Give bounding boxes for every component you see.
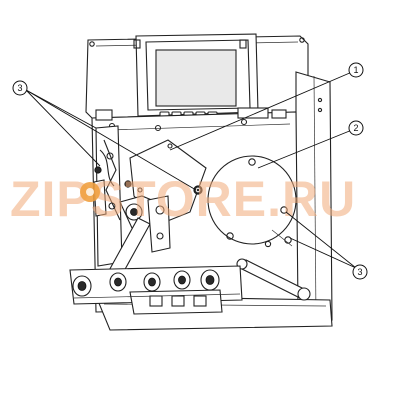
lcd-screen	[155, 49, 237, 107]
left-mechanism	[93, 125, 132, 267]
callout-2: 2	[348, 120, 364, 136]
callout-leaders	[25, 71, 357, 269]
callout-2-label: 2	[353, 123, 358, 133]
callout-3-left: 3	[12, 80, 28, 96]
watermark: ZIPSTORE.RU	[10, 171, 356, 227]
callout-1: 1	[348, 62, 364, 78]
callout-3-right-label: 3	[357, 267, 362, 277]
round-plate	[207, 155, 297, 248]
callout-3-left-label: 3	[17, 83, 22, 93]
callout-1-label: 1	[353, 65, 358, 75]
roller-assembly	[69, 265, 243, 315]
watermark-text: ZIPSTORE.RU	[10, 171, 356, 227]
callout-3-right: 3	[352, 264, 368, 280]
display-panel	[133, 33, 259, 117]
